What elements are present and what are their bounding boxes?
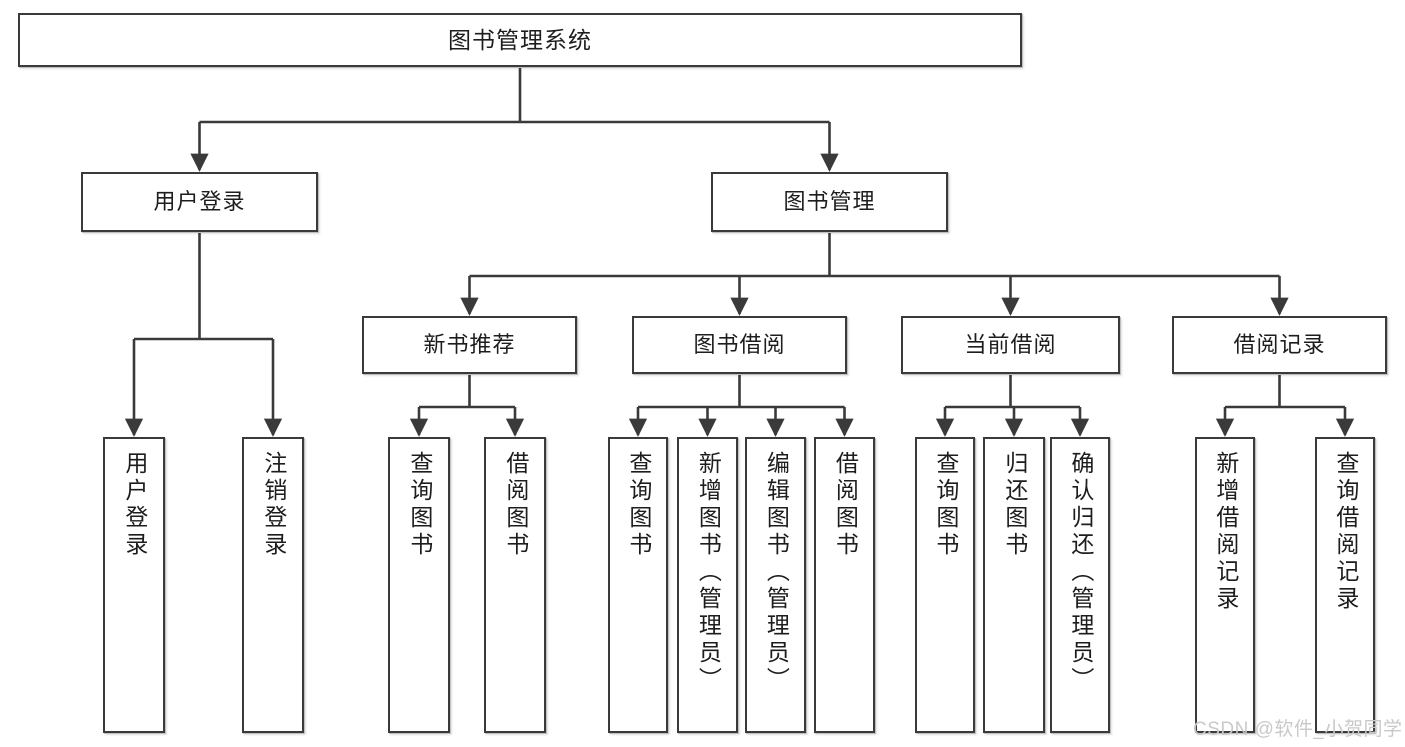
node-leaf-add-book-label: 新增图书（管理员）: [695, 451, 722, 694]
node-current-borrow-label: 当前借阅: [964, 332, 1057, 358]
node-borrow-record[interactable]: 借阅记录: [1172, 316, 1387, 374]
node-new-book-recommend-label: 新书推荐: [423, 332, 516, 358]
node-leaf-edit-book[interactable]: 编辑图书（管理员）: [745, 437, 806, 733]
node-leaf-borrow-book-b-label: 借阅图书: [832, 451, 859, 559]
node-leaf-return-book-label: 归还图书: [1001, 451, 1028, 559]
node-book-borrow[interactable]: 图书借阅: [632, 316, 847, 374]
node-book-manage-label: 图书管理: [783, 189, 876, 215]
node-leaf-borrow-book-b[interactable]: 借阅图书: [814, 437, 875, 733]
node-user-login-label: 用户登录: [153, 189, 246, 215]
node-borrow-record-label: 借阅记录: [1233, 332, 1326, 358]
node-leaf-query-record[interactable]: 查询借阅记录: [1315, 437, 1375, 733]
node-leaf-borrow-book-a[interactable]: 借阅图书: [484, 437, 546, 733]
node-leaf-user-login[interactable]: 用户登录: [103, 437, 165, 733]
node-leaf-edit-book-label: 编辑图书（管理员）: [763, 451, 790, 694]
node-user-login[interactable]: 用户登录: [81, 172, 318, 232]
node-root-label: 图书管理系统: [448, 26, 592, 53]
node-root[interactable]: 图书管理系统: [18, 13, 1022, 67]
node-leaf-logout[interactable]: 注销登录: [242, 437, 304, 733]
node-book-manage[interactable]: 图书管理: [711, 172, 948, 232]
node-book-borrow-label: 图书借阅: [693, 332, 786, 358]
node-leaf-query-book-a-label: 查询图书: [406, 451, 433, 559]
node-leaf-user-login-label: 用户登录: [121, 451, 148, 559]
node-leaf-query-book-c-label: 查询图书: [932, 451, 959, 559]
node-leaf-confirm-return-label: 确认归还（管理员）: [1067, 451, 1094, 694]
watermark: CSDN @软件_小贺同学: [1193, 719, 1403, 740]
node-leaf-add-book[interactable]: 新增图书（管理员）: [677, 437, 738, 733]
node-leaf-confirm-return[interactable]: 确认归还（管理员）: [1050, 437, 1110, 733]
node-leaf-query-record-label: 查询借阅记录: [1332, 451, 1359, 613]
node-leaf-query-book-b[interactable]: 查询图书: [608, 437, 668, 733]
node-leaf-query-book-c[interactable]: 查询图书: [915, 437, 975, 733]
node-leaf-add-record[interactable]: 新增借阅记录: [1195, 437, 1255, 733]
node-new-book-recommend[interactable]: 新书推荐: [362, 316, 577, 374]
node-leaf-logout-label: 注销登录: [260, 451, 287, 559]
node-leaf-query-book-b-label: 查询图书: [625, 451, 652, 559]
node-leaf-query-book-a[interactable]: 查询图书: [388, 437, 450, 733]
node-current-borrow[interactable]: 当前借阅: [901, 316, 1120, 374]
node-leaf-borrow-book-a-label: 借阅图书: [502, 451, 529, 559]
node-leaf-add-record-label: 新增借阅记录: [1212, 451, 1239, 613]
node-leaf-return-book[interactable]: 归还图书: [983, 437, 1045, 733]
